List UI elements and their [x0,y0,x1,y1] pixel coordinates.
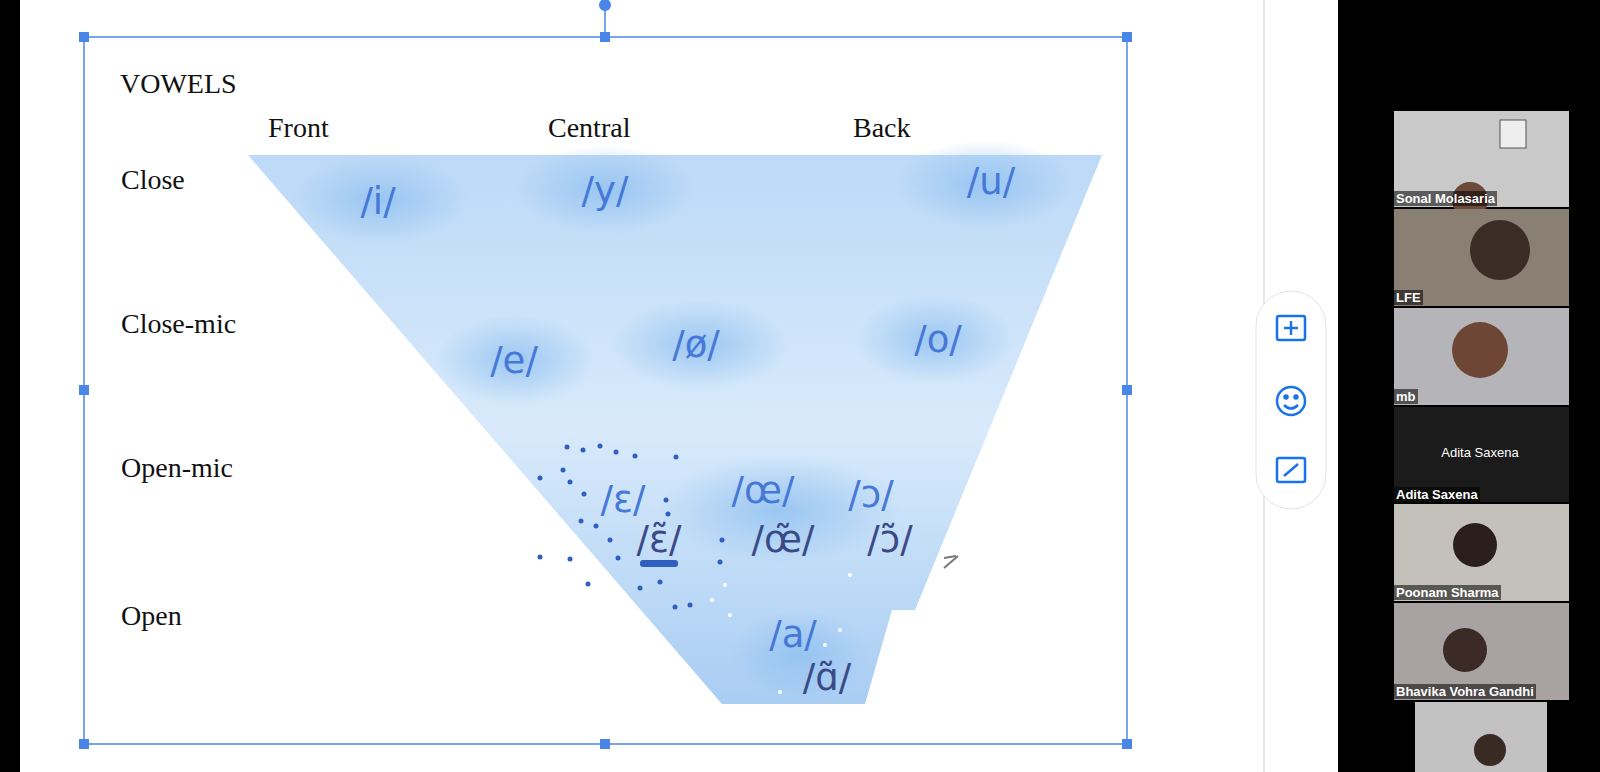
chart-title: VOWELS [120,68,237,100]
vowel-symbol: /a/ [769,613,817,656]
participant-tiles [1394,111,1569,772]
nasal-vowel-symbol: /œ̃/ [752,518,815,561]
selection-frame [84,37,1127,744]
annotation-dots [538,444,725,610]
toolbar-icons [1277,316,1305,482]
participant-name: mb [1394,389,1418,404]
vowel-symbol: /ɔ/ [848,473,893,516]
participant-name: Bhavika Vohra Gandhi [1394,684,1536,699]
nasal-vowel-symbol: /ɛ̃/ [637,518,682,561]
row-heading: Open-mic [121,452,233,484]
vowel-symbol: /u/ [967,160,1015,203]
vowel-symbol: /ø/ [672,323,720,366]
vowel-symbol: /y/ [582,169,629,212]
side-toolbar [1256,291,1326,509]
column-heading: Front [268,112,329,144]
vowel-symbol: /œ/ [732,469,795,512]
row-heading: Close-mic [121,308,236,340]
shading-blobs [290,140,1075,700]
nasal-vowel-symbol: /ɑ̃/ [803,656,851,699]
vowel-symbol: /i/ [360,180,395,223]
participant-panel [1338,0,1600,772]
vowel-symbol: /e/ [490,339,538,382]
pen-cursor [944,556,958,568]
participant-name: Sonal Molasaria [1394,191,1497,206]
participant-name: LFE [1394,290,1423,305]
vowel-symbol: /ɛ/ [601,478,646,521]
document-page [20,0,1338,772]
participant-center-name: Adita Saxena [1441,445,1518,460]
participant-name: Adita Saxena [1394,487,1480,502]
participant-name: Poonam Sharma [1394,585,1501,600]
row-heading: Close [121,164,185,196]
row-heading: Open [121,600,182,632]
vowel-symbol: /o/ [914,318,962,361]
vowel-trapezoid [248,155,1102,704]
column-heading: Back [853,112,911,144]
column-heading: Central [548,112,630,144]
nasal-vowel-symbol: /ɔ̃/ [867,518,912,561]
selection-handles [79,0,1132,749]
